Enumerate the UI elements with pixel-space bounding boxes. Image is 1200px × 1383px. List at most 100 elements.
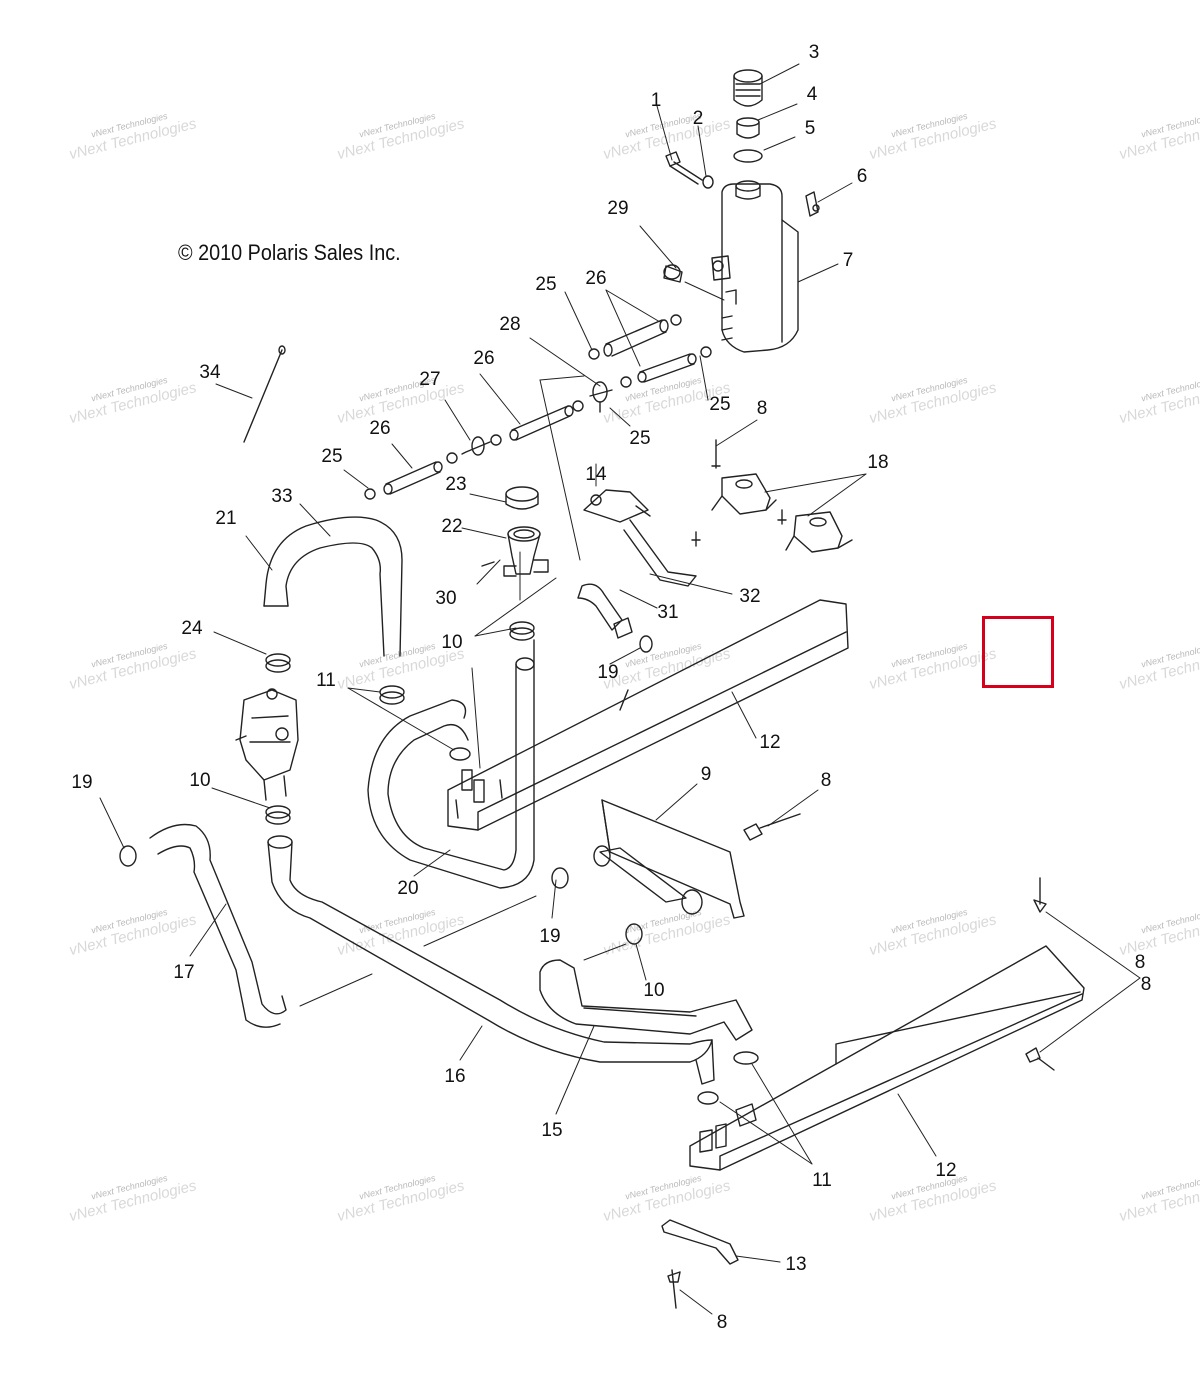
callout-number: 26 <box>473 348 494 369</box>
filler-neck-22 <box>503 526 549 577</box>
callout-number: 14 <box>585 464 607 485</box>
parts-drawing <box>99 63 1141 1315</box>
callout-number: 8 <box>821 770 832 791</box>
callout-number: 2 <box>693 108 704 129</box>
bolt-1 <box>665 151 703 185</box>
callout-number: 4 <box>807 84 818 105</box>
tube-upper <box>603 319 669 357</box>
callout-number: 28 <box>499 314 520 335</box>
callout-number: 12 <box>935 1160 956 1181</box>
water-pump <box>235 688 299 801</box>
guide-lines <box>299 375 627 1007</box>
callout-number: 11 <box>316 670 336 691</box>
callout-number: 8 <box>1141 974 1152 995</box>
tube-middle <box>509 405 574 441</box>
callout-number: 24 <box>181 618 203 639</box>
heat-exchanger-upper <box>447 599 849 831</box>
callout-number: 26 <box>585 268 606 289</box>
hose-21 <box>263 516 403 657</box>
mount-bracket-18b <box>785 511 853 553</box>
screw-8g <box>667 1269 681 1309</box>
valve-27 <box>461 436 491 456</box>
screw-8e <box>1033 877 1047 913</box>
callout-number: 26 <box>369 418 390 439</box>
hose-15 <box>539 959 753 1041</box>
callout-number: 31 <box>657 602 678 623</box>
hose-31 <box>577 583 633 639</box>
callout-number: 8 <box>1135 952 1146 973</box>
sensor-wire-34 <box>243 345 286 443</box>
callout-labels: 1234567888889101010111112121314151617181… <box>71 42 1151 1333</box>
callout-number: 9 <box>701 764 712 785</box>
callout-number: 17 <box>173 962 194 983</box>
screw-8a <box>691 531 701 547</box>
callout-number: 10 <box>189 770 210 791</box>
shield-9 <box>593 799 745 919</box>
bracket-32 <box>583 489 697 587</box>
hose-16 <box>267 835 715 1085</box>
callout-number: 11 <box>812 1170 832 1191</box>
callout-number: 29 <box>607 198 628 219</box>
callout-number: 15 <box>541 1120 562 1141</box>
callout-number: 8 <box>757 398 768 419</box>
callout-number: 18 <box>867 452 888 473</box>
mount-bracket-18a <box>711 473 777 515</box>
bracket-13 <box>661 1219 739 1265</box>
callout-number: 25 <box>535 274 556 295</box>
clip-6 <box>805 191 820 217</box>
callout-number: 6 <box>857 166 868 187</box>
callout-number: 5 <box>805 118 816 139</box>
callout-number: 19 <box>539 926 560 947</box>
callout-number: 16 <box>444 1066 465 1087</box>
filler-cap-23 <box>505 486 539 510</box>
tube-left <box>383 461 443 495</box>
screw-30 <box>481 561 495 567</box>
o-ring <box>733 149 763 163</box>
hose-17 <box>149 823 287 1028</box>
copyright-notice: © 2010 Polaris Sales Inc. <box>178 240 401 265</box>
callout-number: 19 <box>597 662 618 683</box>
callout-number: 19 <box>71 772 92 793</box>
screw-8b <box>711 439 721 469</box>
callout-number: 7 <box>843 250 854 271</box>
callout-number: 30 <box>435 588 456 609</box>
screw-8d <box>743 813 801 841</box>
heat-exchanger-lower <box>689 945 1085 1171</box>
hose-20 <box>367 639 535 889</box>
callout-number: 21 <box>215 508 236 529</box>
highlight-box <box>982 616 1054 688</box>
callout-number: 1 <box>651 90 662 111</box>
callout-number: 23 <box>445 474 466 495</box>
valve-28 <box>589 381 613 413</box>
callout-number: 25 <box>709 394 730 415</box>
callout-number: 34 <box>199 362 221 383</box>
coolant-reservoir <box>711 180 799 353</box>
screw-8c <box>777 509 787 525</box>
callout-number: 22 <box>441 516 462 537</box>
callout-number: 13 <box>785 1254 806 1275</box>
callout-number: 10 <box>441 632 462 653</box>
callout-number: 8 <box>717 1312 728 1333</box>
callout-number: 25 <box>321 446 342 467</box>
reservoir-cap <box>733 69 763 107</box>
